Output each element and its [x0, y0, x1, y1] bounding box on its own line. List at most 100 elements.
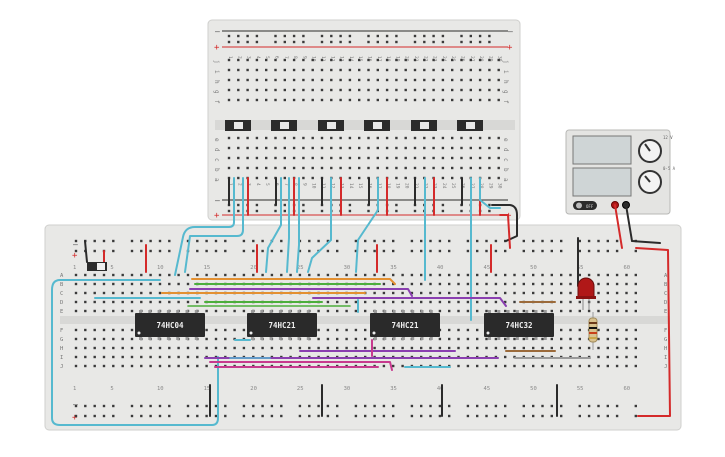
top-hole: [423, 166, 426, 170]
top-hole: [488, 156, 491, 160]
top-rail-hole: [320, 209, 324, 213]
main-hole: [93, 309, 96, 313]
main-hole: [504, 346, 507, 350]
magenta-signal-wire-1[interactable]: [209, 361, 393, 371]
psu-negative-wire[interactable]: [625, 204, 633, 242]
main-hole: [205, 273, 208, 277]
top-hole: [376, 58, 379, 62]
ic-chip[interactable]: 74HC32: [484, 310, 554, 340]
top-hole: [413, 68, 417, 72]
main-hole: [532, 282, 535, 286]
top-hole: [339, 58, 342, 62]
purple-signal-wire-1[interactable]: [189, 288, 413, 297]
main-rail-hole: [485, 414, 488, 418]
main-right-ground-wire[interactable]: [631, 240, 661, 244]
orange-bus-wire[interactable]: [191, 278, 396, 285]
main-hole: [140, 291, 143, 295]
switch6b-signal-wire[interactable]: [479, 177, 501, 209]
main-hole: [438, 346, 442, 350]
main-hole: [476, 282, 479, 286]
top-hole: [265, 166, 268, 170]
main-hole: [242, 328, 246, 332]
main-hole: [541, 346, 544, 350]
switch-ground-wire[interactable]: [84, 240, 88, 263]
main-hole: [625, 309, 628, 313]
main-hole: [625, 337, 628, 341]
top-hole: [497, 68, 500, 72]
ic-pin: [166, 310, 170, 313]
top-hole: [255, 58, 259, 62]
main-rail-hole: [205, 249, 208, 253]
main-right-power-wire[interactable]: [635, 247, 671, 417]
main-hole: [550, 309, 553, 313]
top-rail-hole: [348, 34, 352, 38]
top-rail-hole: [283, 209, 286, 213]
main-hole: [121, 291, 124, 295]
main-hole: [112, 346, 115, 350]
main-rail-hole: [280, 239, 283, 243]
main-rail-hole: [130, 414, 134, 418]
main-slide-switch[interactable]: [87, 262, 107, 271]
psu-positive-wire[interactable]: [614, 204, 623, 249]
main-rail-hole: [448, 239, 451, 243]
top-rail-hole: [227, 40, 231, 44]
top-hole: [283, 166, 286, 170]
dip-switch-row[interactable]: [225, 120, 483, 131]
top-to-main-ground-wire[interactable]: [491, 204, 518, 242]
main-column-number: 1: [73, 265, 76, 271]
top-rail-hole: [432, 40, 435, 44]
switch2b-signal-wire[interactable]: [286, 177, 290, 273]
ic-pin: [488, 310, 491, 313]
top-hole: [339, 88, 342, 92]
power-supply[interactable]: 12 V 0-5 A OFF: [565, 129, 676, 215]
top-hole: [367, 88, 370, 92]
switch3-signal-wire[interactable]: [307, 177, 332, 273]
ic-pin: [411, 337, 415, 340]
top-hole: [292, 58, 296, 62]
main-hole: [289, 273, 292, 277]
top-hole: [469, 88, 472, 92]
switch2-signal-wire[interactable]: [265, 177, 282, 273]
main-hole: [224, 328, 227, 332]
top-hole: [265, 88, 268, 92]
ic-pin: [506, 310, 510, 313]
main-rail-hole: [504, 404, 507, 408]
switch1-signal-wire[interactable]: [174, 177, 235, 276]
top-row-letter: g: [502, 90, 509, 94]
main-hole: [485, 337, 488, 341]
ic-chip[interactable]: 74HC21: [370, 310, 440, 340]
ic-pin: [194, 337, 198, 340]
resistor[interactable]: [588, 312, 598, 350]
switch4-signal-wire[interactable]: [355, 177, 379, 273]
top-hole: [432, 58, 435, 62]
top-rail-hole: [367, 40, 370, 44]
main-row-letter: C: [60, 291, 63, 297]
top-column-number-lower: 5: [264, 183, 270, 186]
top-hole: [404, 68, 407, 72]
top-hole: [227, 58, 231, 62]
main-rail-hole: [112, 249, 115, 253]
left-loop-signal-wire[interactable]: [51, 279, 219, 426]
top-hole: [274, 146, 277, 150]
ic-pin: [515, 337, 519, 340]
ic-chip[interactable]: 74HC04: [135, 310, 205, 340]
main-hole: [345, 309, 348, 313]
ic-chip[interactable]: 74HC21: [247, 310, 317, 340]
red-led[interactable]: [576, 277, 596, 310]
purple-signal-wire-2[interactable]: [312, 297, 507, 307]
switch2c-signal-wire[interactable]: [296, 177, 300, 273]
main-hole: [84, 355, 87, 359]
main-hole: [625, 273, 628, 277]
top-to-main-power-wire[interactable]: [499, 214, 511, 249]
main-hole: [121, 346, 124, 350]
main-hole: [233, 309, 236, 313]
main-hole: [280, 346, 283, 350]
main-rail-hole: [261, 239, 264, 243]
top-hole: [367, 58, 370, 62]
main-hole: [317, 309, 320, 313]
top-hole: [339, 156, 342, 160]
main-rail-hole: [130, 249, 134, 253]
switch1b-signal-wire[interactable]: [184, 177, 244, 273]
main-hole: [140, 364, 143, 368]
